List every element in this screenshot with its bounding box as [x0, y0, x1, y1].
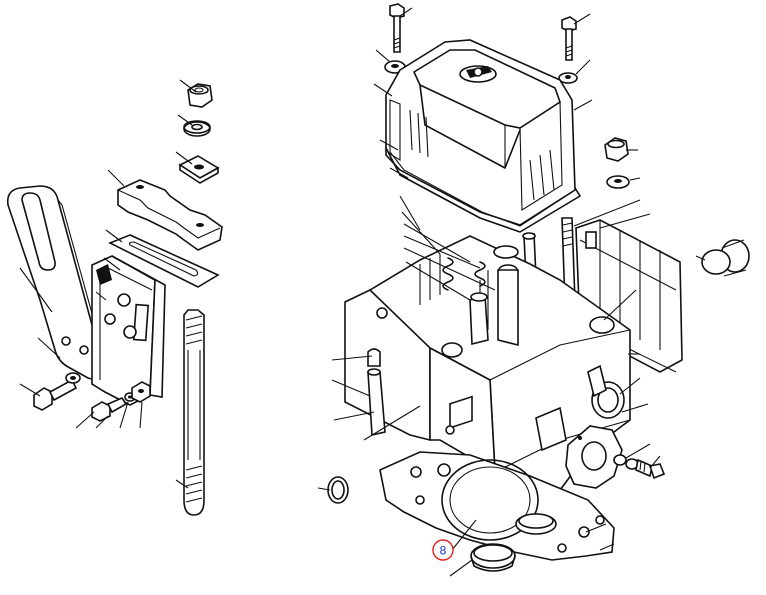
callout-8[interactable]: 8 [432, 519, 477, 561]
bolt-left-1 [33, 372, 81, 411]
hex-plug [701, 239, 750, 277]
top-washer [183, 120, 211, 137]
callout-ring [432, 539, 454, 561]
bolt-right [625, 458, 666, 480]
cover-bolt-left [384, 3, 406, 74]
slotted-shim [108, 234, 220, 288]
leader-lines-right [317, 7, 706, 577]
cylinder-head [344, 235, 631, 491]
nut-right [604, 137, 630, 189]
sealing-ring-upper [515, 513, 557, 535]
exhaust-flange [565, 425, 627, 489]
leader-lines-left [19, 79, 197, 489]
long-stud [183, 309, 205, 516]
sealing-ring-lower [470, 543, 516, 572]
small-nut-left [131, 381, 151, 403]
valve-cover [385, 39, 581, 233]
square-plate-washer [178, 155, 220, 184]
left-assembly [6, 79, 223, 516]
top-nut [187, 83, 213, 108]
lifting-bracket [6, 185, 111, 380]
cylinder-head-gasket [379, 451, 615, 561]
clamp-bar [117, 179, 223, 251]
callout-label: 8 [440, 544, 447, 558]
mounting-block [91, 255, 166, 406]
cover-bolt-right [558, 16, 578, 84]
right-assembly [317, 3, 750, 577]
o-ring-left [327, 476, 349, 504]
